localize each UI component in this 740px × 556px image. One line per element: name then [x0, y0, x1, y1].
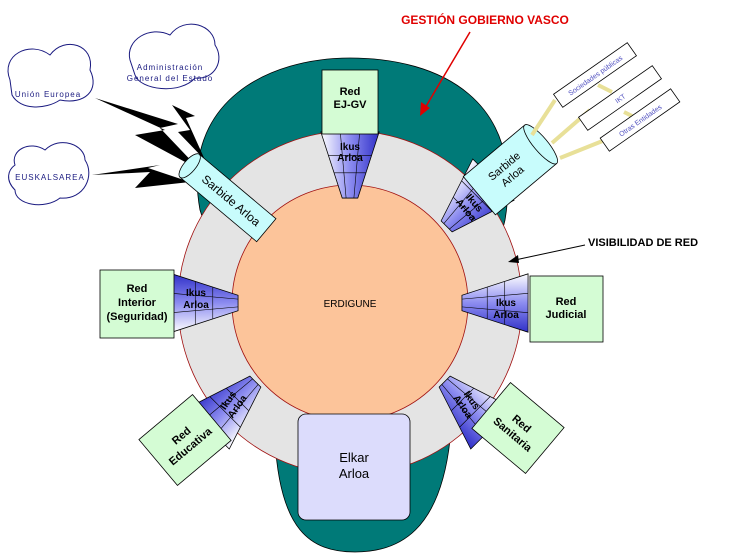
- svg-text:Ikus: Ikus: [340, 142, 360, 153]
- red-arrow: [424, 31, 471, 109]
- svg-text:EUSKALSAREA: EUSKALSAREA: [15, 173, 85, 182]
- lightning-ue: [95, 98, 200, 170]
- svg-text:Unión Europea: Unión Europea: [15, 90, 81, 99]
- svg-text:General del Estado: General del Estado: [127, 74, 214, 83]
- svg-text:Judicial: Judicial: [546, 309, 587, 321]
- svg-text:Red: Red: [556, 296, 577, 308]
- cloud-euskalsarea[interactable]: EUSKALSAREA: [8, 142, 90, 206]
- svg-text:Arloa: Arloa: [337, 153, 363, 164]
- svg-text:Administración: Administración: [137, 63, 203, 72]
- svg-text:Arloa: Arloa: [339, 466, 370, 481]
- ikus-left-l1: Ikus: [186, 288, 206, 299]
- lightning-euskalsarea: [92, 165, 190, 188]
- svg-text:Red: Red: [127, 283, 148, 295]
- ikus-right-l1: Ikus: [496, 298, 516, 309]
- svg-text:EJ-GV: EJ-GV: [333, 99, 367, 111]
- visibility-arrow: [514, 244, 586, 261]
- svg-text:Interior: Interior: [118, 297, 157, 309]
- cloud-union-europea[interactable]: Unión Europea: [7, 43, 94, 108]
- visibilidad-label: VISIBILIDAD DE RED: [588, 237, 698, 249]
- svg-text:(Seguridad): (Seguridad): [106, 311, 167, 323]
- svg-text:Elkar: Elkar: [339, 450, 369, 465]
- title-gestion: GESTIÓN GOBIERNO VASCO: [401, 12, 569, 27]
- center-label: ERDIGUNE: [324, 299, 377, 310]
- lightning-age: [172, 105, 205, 160]
- svg-text:Red: Red: [340, 86, 361, 98]
- ext-ikt[interactable]: IKT: [577, 65, 663, 131]
- ikus-right-l2: Arloa: [493, 310, 519, 321]
- ikus-left-l2: Arloa: [183, 300, 209, 311]
